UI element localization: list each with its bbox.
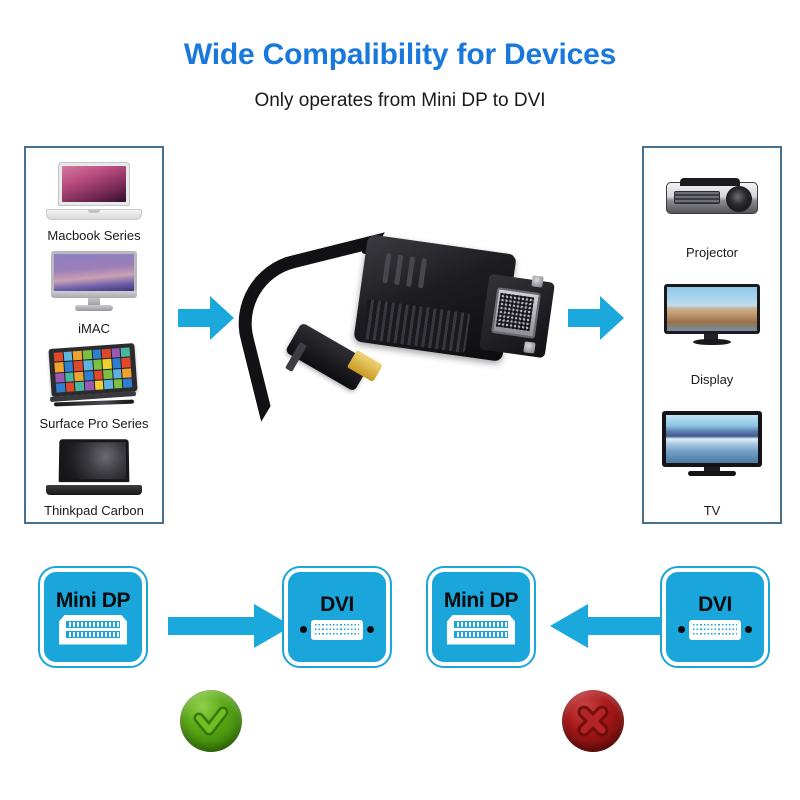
adapter-dvi-screw (531, 275, 544, 288)
arrow-right-icon (568, 296, 624, 345)
dvi-connector-icon (677, 619, 753, 641)
device-item-tv: TV (648, 387, 776, 518)
device-item-macbook: Macbook Series (30, 154, 158, 243)
device-item-surface-pro: Surface Pro Series (30, 336, 158, 431)
arrow-right-icon (178, 296, 234, 345)
verdict-not-supported-cross-circle-icon (562, 690, 624, 752)
device-label-tv: TV (703, 502, 721, 518)
arrow-right-icon (168, 604, 292, 653)
port-badge-label: Mini DP (443, 588, 519, 612)
port-badge-label: DVI (320, 592, 354, 616)
product-image-mini-dp-to-dvi-adapter (223, 232, 572, 432)
device-label-display: Display (690, 372, 734, 388)
device-label-thinkpad: Thinkpad Carbon (44, 502, 144, 518)
source-device-panel: Macbook Series iMAC (24, 146, 164, 524)
device-label-surface-pro: Surface Pro Series (39, 415, 149, 431)
device-item-thinkpad: Thinkpad Carbon (30, 431, 158, 518)
port-badge-dvi: DVI (282, 566, 392, 668)
dvi-connector-icon (299, 619, 375, 641)
device-label-imac: iMAC (78, 320, 110, 336)
device-label-macbook: Macbook Series (47, 227, 141, 243)
macbook-laptop-icon (30, 154, 158, 228)
mini-displayport-connector-icon (447, 614, 515, 645)
target-device-panel: Projector Display TV (642, 146, 782, 524)
adapter-dvi-pins (495, 292, 535, 332)
thinkpad-laptop-icon (30, 431, 158, 503)
device-item-imac: iMAC (30, 243, 158, 336)
imac-desktop-icon (30, 243, 158, 321)
page-subtitle: Only operates from Mini DP to DVI (254, 90, 546, 111)
surface-tablet-icon (30, 336, 158, 416)
projector-icon (648, 154, 776, 243)
monitor-icon (648, 261, 776, 370)
device-label-projector: Projector (685, 245, 739, 261)
device-item-projector: Projector (648, 154, 776, 261)
page-title: Wide Compalibility for Devices (183, 38, 617, 71)
port-badge-dvi: DVI (660, 566, 770, 668)
port-badge-mini-dp: Mini DP (38, 566, 148, 668)
tv-icon (648, 387, 776, 500)
device-item-display: Display (648, 261, 776, 388)
port-badge-mini-dp: Mini DP (426, 566, 536, 668)
mini-displayport-connector-icon (59, 614, 127, 645)
adapter-dvi-screw (523, 341, 536, 354)
port-badge-label: DVI (698, 592, 732, 616)
port-badge-label: Mini DP (55, 588, 131, 612)
verdict-supported-check-circle-icon (180, 690, 242, 752)
arrow-left-icon (550, 604, 674, 653)
